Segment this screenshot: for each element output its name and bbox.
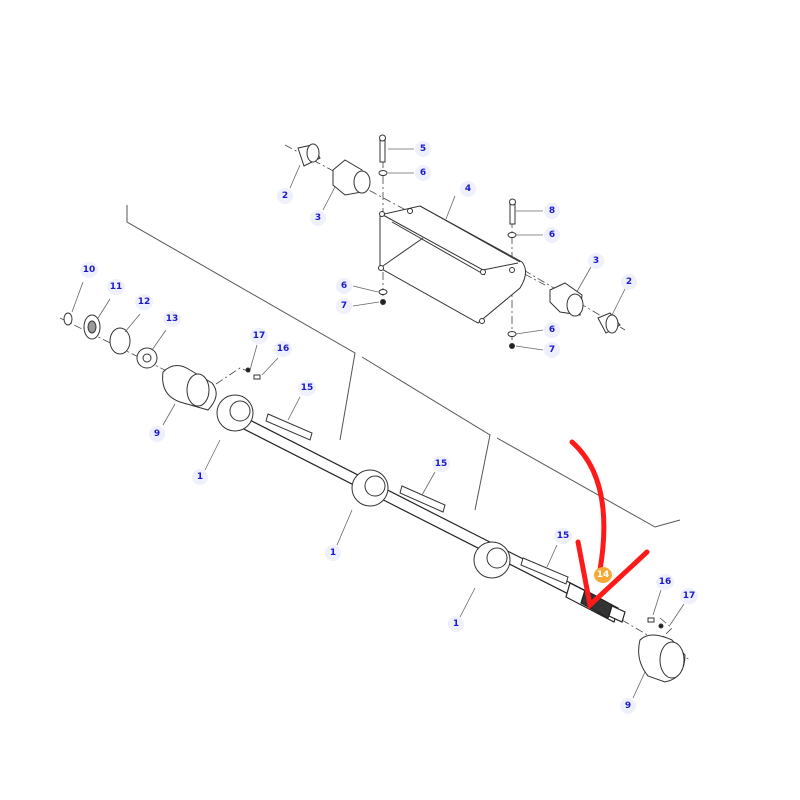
callout-16[interactable]: 16 — [656, 574, 674, 590]
nut-7 — [509, 343, 515, 349]
callout-3[interactable]: 3 — [588, 253, 604, 269]
callout-15[interactable]: 15 — [554, 528, 572, 544]
callout-5[interactable]: 5 — [415, 141, 431, 157]
callout-1[interactable]: 1 — [192, 469, 208, 485]
callout-6[interactable]: 6 — [415, 165, 431, 181]
callout-7[interactable]: 7 — [336, 298, 352, 314]
red-arrow-annotation — [569, 439, 650, 610]
callout-13[interactable]: 13 — [163, 311, 181, 327]
frame-line — [361, 356, 491, 511]
set-screw-16 — [253, 374, 261, 380]
callout-9[interactable]: 9 — [149, 426, 165, 442]
snap-ring-10 — [63, 312, 73, 326]
frame-line — [126, 205, 356, 441]
callout-9[interactable]: 9 — [620, 698, 636, 714]
centerline — [215, 367, 251, 385]
washer-6 — [507, 331, 517, 337]
callout-2[interactable]: 2 — [277, 188, 293, 204]
grease-nipple-17 — [658, 623, 664, 629]
callout-6[interactable]: 6 — [544, 227, 560, 243]
key-15 — [265, 413, 313, 441]
sprocket-1 — [216, 394, 511, 579]
callout-15[interactable]: 15 — [298, 380, 316, 396]
callout-1[interactable]: 1 — [448, 616, 464, 632]
callout-2[interactable]: 2 — [621, 274, 637, 290]
callout-1[interactable]: 1 — [325, 545, 341, 561]
grease-nipple-17 — [245, 367, 251, 373]
washer-6 — [378, 289, 388, 295]
callout-7[interactable]: 7 — [544, 342, 560, 358]
callout-16[interactable]: 16 — [274, 341, 292, 357]
callout-8[interactable]: 8 — [544, 203, 560, 219]
nut-7 — [380, 299, 386, 305]
callout-3[interactable]: 3 — [310, 210, 326, 226]
set-screw-16 — [647, 617, 655, 623]
callout-17[interactable]: 17 — [680, 588, 698, 604]
drive-shaft-14 — [225, 409, 601, 609]
washer-6 — [378, 170, 388, 176]
callout-11[interactable]: 11 — [107, 279, 125, 295]
washer-6 — [507, 232, 517, 238]
bolt-5 — [379, 137, 386, 163]
callout-10[interactable]: 10 — [80, 262, 98, 278]
callout-15[interactable]: 15 — [432, 456, 450, 472]
shield-part — [378, 205, 526, 324]
key-15 — [520, 557, 569, 585]
callout-14[interactable]: 14 — [594, 567, 612, 583]
callout-12[interactable]: 12 — [135, 294, 153, 310]
callout-6[interactable]: 6 — [336, 278, 352, 294]
race-12 — [109, 327, 131, 355]
centerline — [659, 617, 673, 641]
frame-line — [496, 437, 681, 528]
callout-6[interactable]: 6 — [544, 322, 560, 338]
key-15 — [399, 485, 446, 513]
callout-4[interactable]: 4 — [460, 181, 476, 197]
callout-17[interactable]: 17 — [250, 328, 268, 344]
